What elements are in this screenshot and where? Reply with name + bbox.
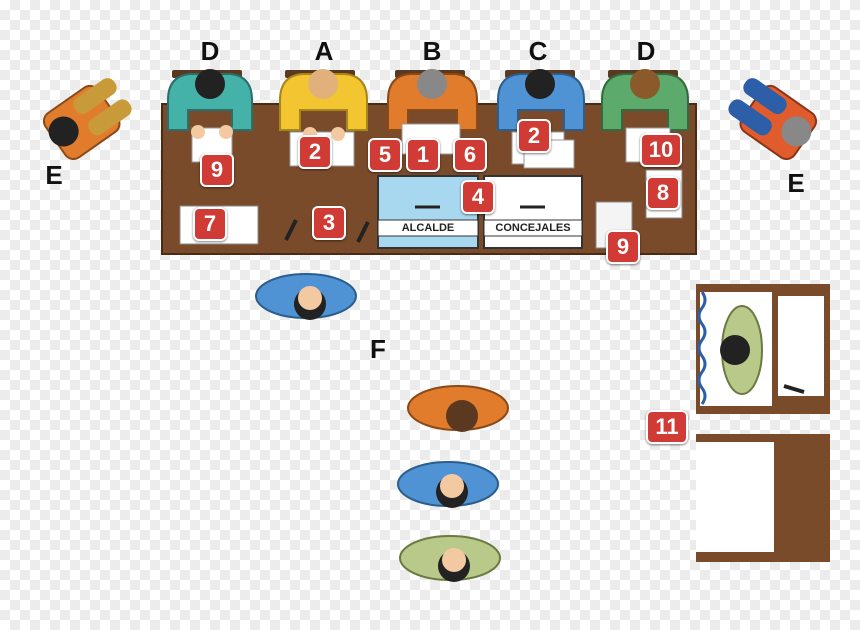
person-e-right bbox=[728, 78, 818, 161]
ballot-box-concejales bbox=[483, 175, 583, 249]
voter-f-4 bbox=[399, 535, 501, 582]
label-e-left: E bbox=[45, 160, 63, 190]
badge-9-left: 9 bbox=[200, 153, 234, 187]
label-a: A bbox=[314, 36, 334, 66]
voting-booth bbox=[696, 284, 830, 414]
badge-5: 5 bbox=[368, 138, 402, 172]
badge-2-right: 2 bbox=[517, 119, 551, 153]
badge-10: 10 bbox=[640, 133, 682, 167]
badge-2-left: 2 bbox=[298, 135, 332, 169]
ballot-label-alcalde: ALCALDE bbox=[401, 222, 455, 234]
badge-3: 3 bbox=[312, 206, 346, 240]
booth-table-bottom bbox=[696, 434, 830, 562]
pen-icon bbox=[284, 219, 298, 241]
badge-8: 8 bbox=[646, 176, 680, 210]
badge-11: 11 bbox=[646, 410, 688, 444]
voter-f-3 bbox=[397, 461, 499, 508]
label-e-right: E bbox=[787, 168, 805, 198]
person-e-left bbox=[42, 78, 132, 161]
pen-icon-2 bbox=[356, 221, 370, 243]
voter-f-1 bbox=[255, 273, 357, 320]
ballot-label-concejales: CONCEJALES bbox=[495, 222, 571, 234]
badge-9-right: 9 bbox=[606, 230, 640, 264]
voter-f-2 bbox=[407, 385, 509, 432]
badge-7: 7 bbox=[193, 207, 227, 241]
badge-4: 4 bbox=[461, 180, 495, 214]
label-b: B bbox=[422, 36, 442, 66]
label-d-left: D bbox=[200, 36, 220, 66]
label-d-right: D bbox=[636, 36, 656, 66]
badge-6: 6 bbox=[453, 138, 487, 172]
badge-1: 1 bbox=[406, 138, 440, 172]
label-f: F bbox=[370, 334, 386, 364]
label-c: C bbox=[528, 36, 548, 66]
